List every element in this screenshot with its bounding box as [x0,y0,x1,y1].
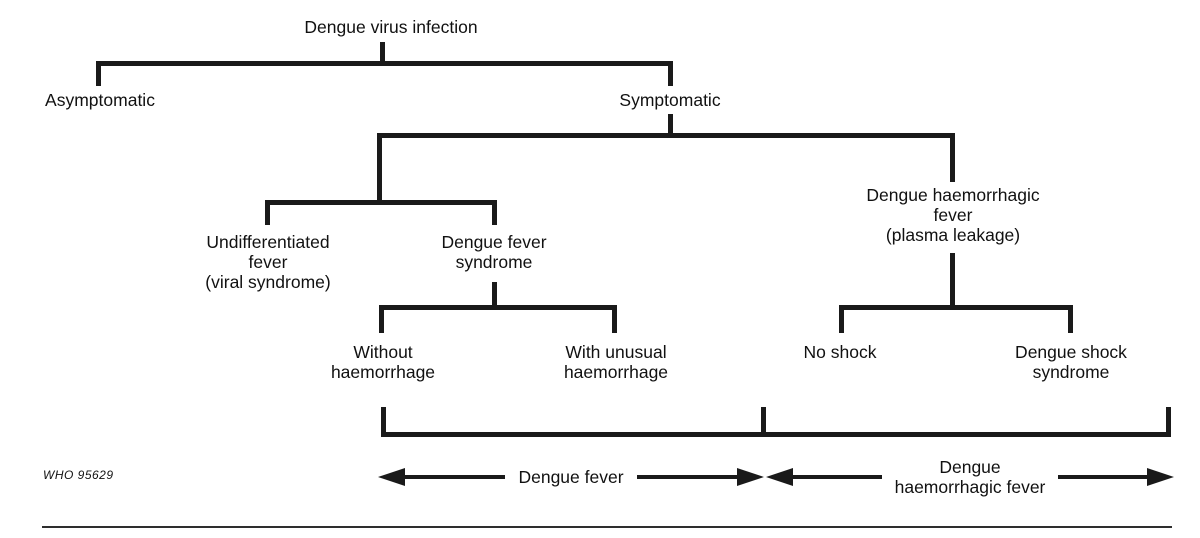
connector-level3-horizontal [265,200,497,205]
connector-dhf-lower-stub [950,253,955,310]
connector-dfs-lower-stub [492,282,497,310]
figure-number: WHO 95629 [43,468,114,482]
arrow-left-icon [378,468,405,486]
spectrum-label-dengue-fever: Dengue fever [518,467,624,487]
spectrum-label-dengue-haemorrhagic-fever: Dengue haemorrhagic fever [894,457,1046,497]
connector-dengue-shock-syndrome-stub [1068,305,1073,333]
connector-fever-split-drop [377,133,382,205]
node-dengue-fever-syndrome: Dengue fever syndrome [441,232,547,272]
node-dengue-shock-syndrome: Dengue shock syndrome [1015,342,1127,382]
bracket-horizontal [381,432,1171,437]
node-with-unusual-haemorrhage: With unusual haemorrhage [563,342,669,382]
node-undifferentiated-fever: Undifferentiated fever (viral syndrome) [205,232,331,292]
bottom-rule [42,526,1172,528]
connector-root-stub [380,42,385,66]
arrow-right-icon [1147,468,1174,486]
bracket-tick-right [1166,407,1171,437]
arrow-shaft [405,475,506,479]
arrow-shaft [793,475,882,479]
connector-level2-horizontal [377,133,955,138]
connector-level1-horizontal [96,61,673,66]
spectrum-arrow-dengue-fever: Dengue fever [378,465,765,489]
connector-haemorrhage-horizontal [379,305,617,310]
arrow-left-icon [766,468,793,486]
arrow-right-icon [737,468,765,486]
connector-no-shock-stub [839,305,844,333]
node-no-shock: No shock [803,342,877,362]
connector-dengue-fever-syndrome-stub [492,200,497,225]
node-symptomatic: Symptomatic [619,90,721,110]
spectrum-arrow-dengue-haemorrhagic-fever: Dengue haemorrhagic fever [766,457,1174,497]
connector-asymptomatic-drop [96,61,101,86]
connector-undifferentiated-stub [265,200,270,225]
node-dengue-virus-infection: Dengue virus infection [304,17,478,37]
connector-dhf-drop [950,133,955,182]
node-without-haemorrhage: Without haemorrhage [330,342,436,382]
connector-shock-horizontal [839,305,1073,310]
node-asymptomatic: Asymptomatic [45,90,155,110]
connector-without-haemorrhage-stub [379,305,384,333]
bracket-tick-middle [761,407,766,437]
arrow-shaft [636,475,738,479]
connector-symptomatic-drop [668,61,673,86]
node-dengue-haemorrhagic-fever: Dengue haemorrhagic fever (plasma leakag… [866,185,1040,245]
connector-with-unusual-haemorrhage-stub [612,305,617,333]
bracket-tick-left [381,407,386,437]
arrow-shaft [1058,475,1147,479]
connector-symptomatic-stub [668,114,673,138]
